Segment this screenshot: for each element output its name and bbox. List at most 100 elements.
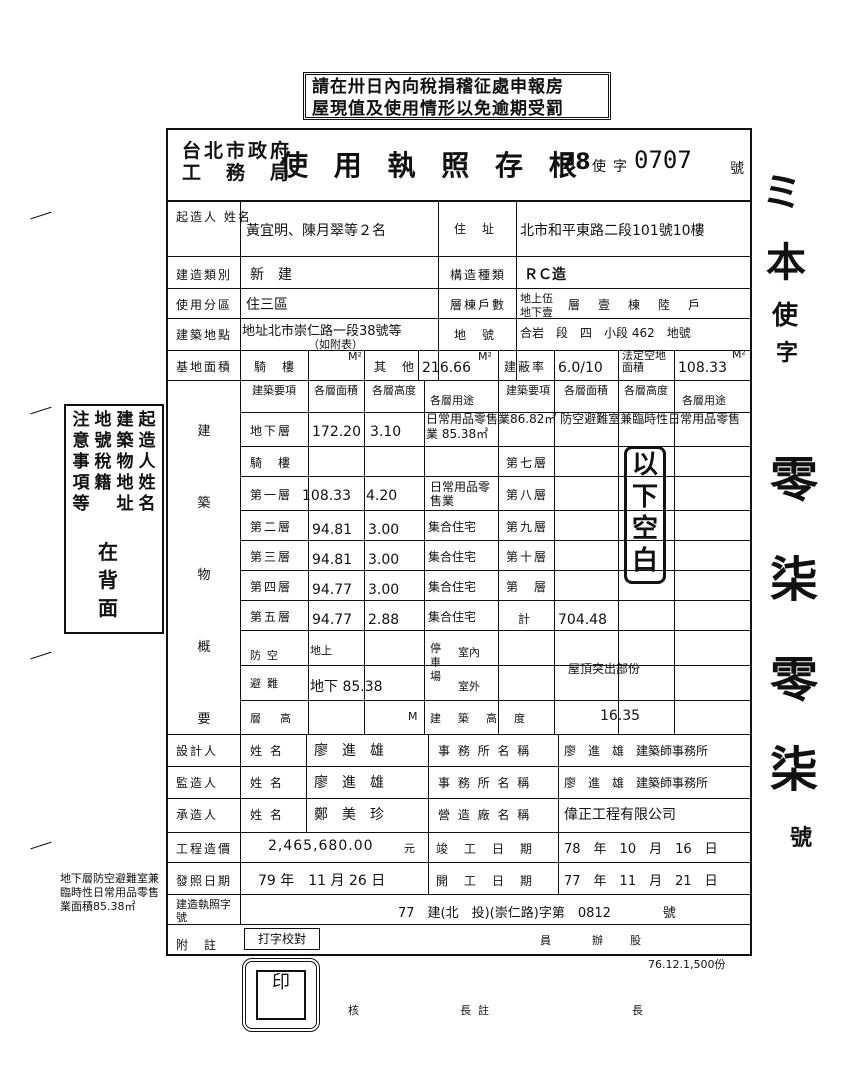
floor-area: 172.20: [312, 424, 361, 440]
address-label: 住 址: [454, 222, 497, 236]
notice-line-2: 屋現值及使用情形以免逾期受罰: [312, 99, 564, 119]
lot-value: 合岩 段 四 小段 462 地號: [520, 326, 691, 340]
floor-name: 第四層: [250, 580, 293, 594]
coverage-label: 建蔽率: [504, 360, 547, 374]
roof-label: 屋頂突出部份: [568, 662, 641, 676]
top-notice-stamp: 請在卅日內向稅捐稽征處申報房 屋現值及使用情形以免逾期受罰: [303, 72, 611, 120]
floor-area: 94.81: [312, 552, 353, 568]
floor-area: 94.81: [312, 522, 353, 538]
floor-height: 4.20: [366, 488, 398, 504]
permit-year: 78: [560, 150, 591, 175]
parking-label: 停車場: [430, 642, 441, 683]
floor-area: 94.77: [312, 582, 353, 598]
floor-height: 3.10: [370, 424, 402, 440]
side-col-3: 地號稅籍: [94, 410, 112, 493]
document-title: 使 用 執 照 存 根: [280, 149, 585, 182]
floor-height: 3.00: [368, 552, 400, 568]
contractor-label: 承造人: [176, 808, 219, 822]
permit-sheet: 台北市政府工 務 局 使 用 執 照 存 根 78 使 字 0707 號 起造人…: [166, 128, 752, 956]
side-col-4: 注意事項等: [72, 410, 90, 514]
head-height-2: 各層高度: [624, 384, 668, 397]
head-height: 各層高度: [372, 384, 416, 397]
contractor-company: 偉正工程有限公司: [564, 807, 676, 823]
other-value: 216.66: [422, 360, 471, 376]
floors-rest: 層 壹 棟 陸 戶: [568, 298, 704, 312]
cost-value: 2,465,680.00: [268, 838, 374, 854]
category-value: 新 建: [250, 267, 292, 283]
legal-value: 108.33: [678, 360, 727, 376]
legal-label: 法定空地面積: [622, 349, 666, 374]
head-item: 建築要項: [252, 384, 296, 397]
head-area: 各層面積: [314, 384, 358, 397]
permit-number: 0707: [634, 146, 692, 174]
supervisor-name: 廖 進 雄: [314, 775, 384, 791]
right-margin-mark: ミ: [762, 169, 802, 216]
building-height: 16.35: [600, 708, 641, 724]
total-area: 704.48: [558, 612, 607, 628]
right-margin-mark: 柒: [770, 552, 819, 608]
category-label: 建造類別: [176, 268, 233, 282]
right-margin-mark: 零: [770, 452, 819, 508]
official-seal: 印: [242, 958, 320, 1032]
finish-date: 78 年 10 月 16 日: [564, 842, 718, 857]
parking-indoor: 室內: [458, 646, 480, 659]
margin-note: 地下層防空避難室兼臨時性日常用品零售業面積85.38㎡: [60, 872, 159, 913]
applicant-value: 黃宜明、陳月翠等２名: [246, 223, 386, 239]
applicant-label: 起造人 姓名: [176, 210, 252, 224]
right-margin-mark: 字: [776, 340, 799, 366]
site-note: （如附表）: [308, 338, 363, 351]
structure-label: 構造種類: [450, 268, 507, 282]
floors-above: 地上伍: [520, 292, 553, 305]
floor-name: 第五層: [250, 610, 293, 624]
arcade-label: 騎 樓: [254, 360, 297, 374]
zone-label: 使用分區: [176, 298, 233, 312]
section-label: 建築物概要: [197, 424, 211, 727]
start-date: 77 年 11 月 21 日: [564, 874, 718, 889]
parking-outdoor: 室外: [458, 680, 480, 693]
designer-label: 設計人: [176, 744, 219, 758]
floors-label: 層棟戶數: [450, 298, 507, 312]
permit-label: 建造執照字號: [176, 898, 231, 924]
right-floor: 第 層: [506, 580, 549, 594]
bottom-char: 股: [630, 934, 641, 947]
site-label: 建築地點: [176, 328, 233, 342]
notes-label: 附 註: [176, 938, 219, 952]
issue-label: 發照日期: [176, 874, 233, 888]
issue-date: 79 年 11 月 26 日: [258, 873, 386, 889]
coverage-value: 6.0/10: [558, 360, 603, 376]
title-row: 台北市政府工 務 局 使 用 執 照 存 根 78 使 字 0707 號: [168, 130, 750, 202]
contractor-name: 鄭 美 珍: [314, 807, 384, 823]
bottom-char: 員: [540, 934, 551, 947]
head-area-2: 各層面積: [564, 384, 608, 397]
site-value: 地址北市崇仁路一段38號等: [242, 324, 402, 339]
floor-name: 地下層: [250, 424, 293, 438]
hao-label: 號: [730, 161, 744, 177]
floor-use: 集合住宅: [428, 580, 477, 594]
shelter-below: 地下 85.38: [310, 679, 383, 695]
floor-use: 日常用品零售業86.82㎡ 防空避難室兼臨時性日常用品零售業 85.38㎡: [426, 412, 741, 441]
zone-value: 住三區: [246, 297, 288, 313]
right-floor: 第七層: [506, 456, 549, 470]
floor-use: 集合住宅: [428, 610, 477, 624]
bottom-char: 長: [632, 1004, 643, 1017]
floor-use: 日常用品零售業: [430, 480, 491, 508]
head-use-2: 各層用途: [682, 394, 726, 407]
blank-stamp: 以下空白: [624, 446, 666, 584]
designer-office: 廖 進 雄 建築師事務所: [564, 744, 709, 758]
permit-number-value: 77 建(北 投)(崇仁路)字第 0812 號: [398, 906, 676, 921]
shelter-above: 地上: [310, 644, 332, 657]
side-notice-stamp: 起造人姓名 建築物地址 地號稅籍 注意事項等 在背面: [64, 404, 164, 634]
floor-name: 第一層: [250, 488, 293, 502]
cost-label: 工程造價: [176, 842, 233, 856]
floor-name: 第二層: [250, 520, 293, 534]
right-floor: 第十層: [506, 550, 549, 564]
address-value: 北市和平東路二段101號10樓: [520, 223, 705, 239]
head-use: 各層用途: [430, 394, 474, 407]
permit-kind: 使: [592, 159, 606, 175]
supervisor-office: 廖 進 雄 建築師事務所: [564, 776, 709, 790]
typing-check-box: 打字校對: [244, 928, 320, 950]
floor-name: 騎 樓: [250, 456, 293, 470]
right-margin-mark: 使: [772, 301, 799, 331]
right-margin-mark: 柒: [770, 742, 819, 798]
shelter-label: 防空避難: [250, 649, 284, 690]
